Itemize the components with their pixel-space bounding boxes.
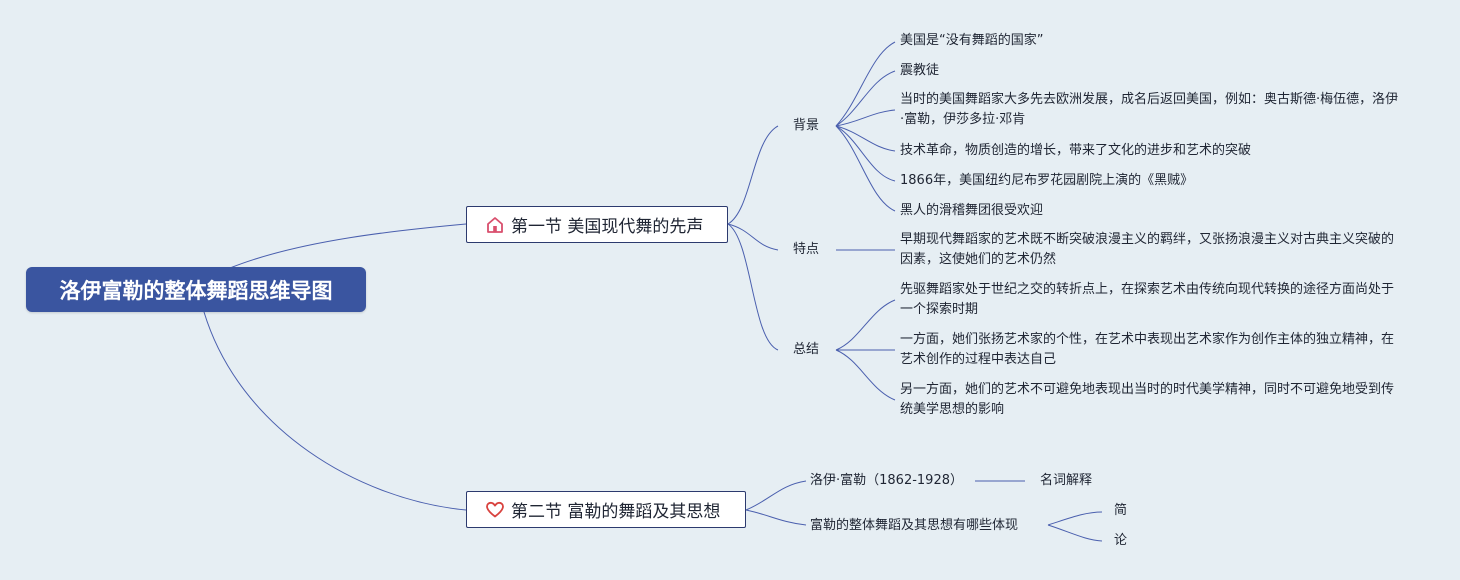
section-1-title: 第一节 美国现代舞的先声 bbox=[511, 217, 704, 237]
features-item-1[interactable]: 早期现代舞蹈家的艺术既不断突破浪漫主义的羁绊，又张扬浪漫主义对古典主义突破的因素… bbox=[900, 232, 1395, 267]
summary-item-1[interactable]: 先驱舞蹈家处于世纪之交的转折点上，在探索艺术由传统向现代转换的途径方面尚处于一个… bbox=[900, 282, 1395, 317]
connector-bg-3 bbox=[835, 109, 896, 127]
background-item-2[interactable]: 震教徒 bbox=[900, 63, 940, 78]
group-background[interactable]: 背景 bbox=[793, 118, 820, 133]
group-fuller[interactable]: 洛伊·富勒（1862-1928） bbox=[810, 473, 963, 488]
background-item-6[interactable]: 黑人的滑稽舞团很受欢迎 bbox=[900, 203, 1044, 218]
connector-summary-3 bbox=[835, 349, 896, 401]
connector-section1-to-summary bbox=[727, 223, 779, 351]
connector-bg-1 bbox=[835, 41, 896, 127]
connector-reflect-1 bbox=[1047, 511, 1103, 526]
connector-root-to-section1 bbox=[229, 223, 467, 269]
connector-root-to-section2 bbox=[203, 311, 467, 511]
group-reflection[interactable]: 富勒的整体舞蹈及其思想有哪些体现 bbox=[810, 518, 1019, 533]
background-item-1[interactable]: 美国是“没有舞蹈的国家” bbox=[900, 33, 1044, 48]
connector-section1-to-feature bbox=[727, 223, 779, 251]
section-2-title: 第二节 富勒的舞蹈及其思想 bbox=[511, 502, 721, 522]
reflection-item-1[interactable]: 简 bbox=[1114, 503, 1128, 518]
connector-summary-1 bbox=[835, 299, 896, 351]
connector-bg-6 bbox=[835, 125, 896, 212]
connector-section1-to-bg bbox=[727, 125, 779, 225]
root-topic[interactable]: 洛伊富勒的整体舞蹈思维导图 bbox=[26, 267, 366, 312]
connector-section2-to-fuller bbox=[745, 480, 807, 511]
background-item-4[interactable]: 技术革命，物质创造的增长，带来了文化的进步和艺术的突破 bbox=[900, 143, 1252, 158]
section-1-node[interactable]: 第一节 美国现代舞的先声 bbox=[466, 206, 728, 243]
heart-icon bbox=[485, 500, 505, 520]
reflection-item-2[interactable]: 论 bbox=[1114, 533, 1128, 548]
section-2-node[interactable]: 第二节 富勒的舞蹈及其思想 bbox=[466, 491, 746, 528]
group-summary[interactable]: 总结 bbox=[793, 342, 820, 357]
background-item-3[interactable]: 当时的美国舞蹈家大多先去欧洲发展，成名后返回美国，例如：奥古斯德·梅伍德，洛伊·… bbox=[900, 92, 1399, 127]
summary-item-2[interactable]: 一方面，她们张扬艺术家的个性，在艺术中表现出艺术家作为创作主体的独立精神，在艺术… bbox=[900, 332, 1395, 367]
connector-bg-4 bbox=[835, 125, 896, 152]
summary-item-3[interactable]: 另一方面，她们的艺术不可避免地表现出当时的时代美学精神，同时不可避免地受到传统美… bbox=[900, 382, 1395, 417]
group-features[interactable]: 特点 bbox=[793, 242, 820, 257]
background-item-5[interactable]: 1866年，美国纽约尼布罗花园剧院上演的《黑贼》 bbox=[900, 173, 1194, 188]
connector-reflect-2 bbox=[1047, 524, 1103, 542]
connector-section2-to-reflect bbox=[745, 509, 807, 526]
connector-bg-2 bbox=[835, 70, 896, 127]
fuller-item-1[interactable]: 名词解释 bbox=[1040, 473, 1093, 488]
home-icon bbox=[485, 215, 505, 235]
connector-bg-5 bbox=[835, 125, 896, 182]
